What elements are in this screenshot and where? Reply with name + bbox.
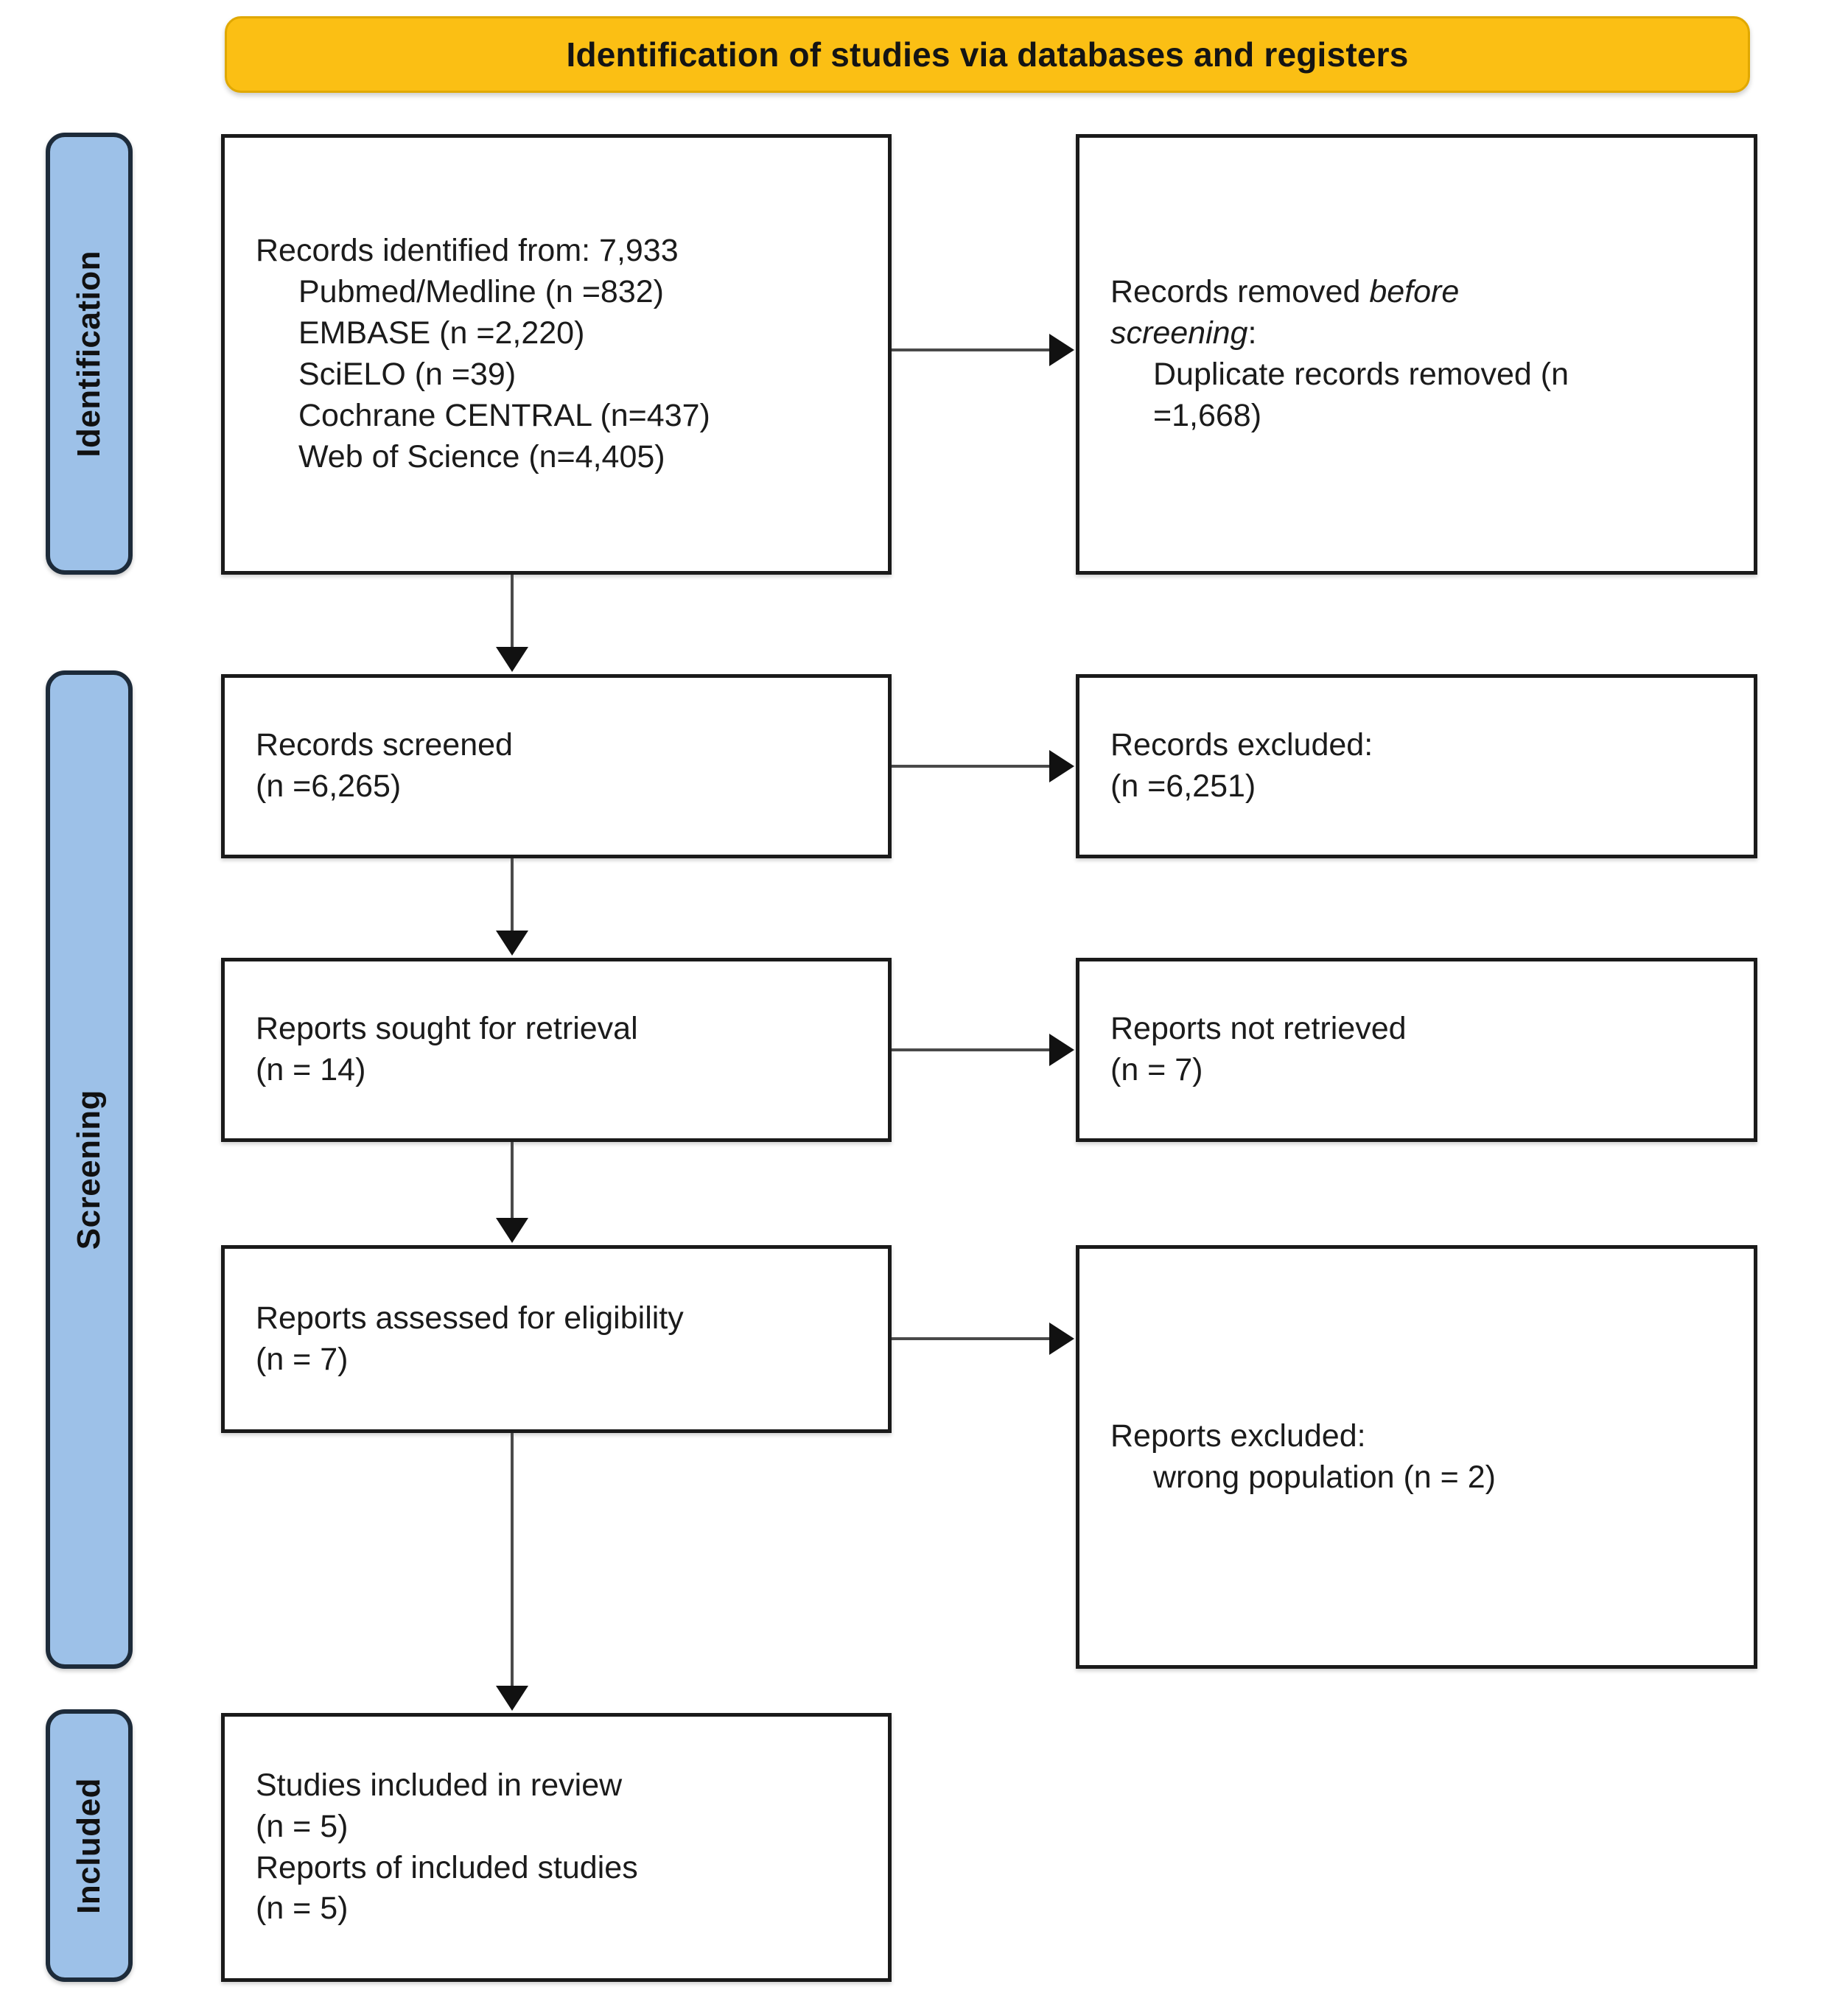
records-identified-embase: EMBASE (n =2,220) xyxy=(298,315,585,351)
reports-sought-label: Reports sought for retrieval xyxy=(256,1011,638,1047)
arrow-assessed-to-reports-excluded-head-icon xyxy=(1049,1322,1074,1355)
records-screened-label: Records screened xyxy=(256,727,513,763)
arrow-screened-to-excluded-head-icon xyxy=(1049,750,1074,782)
box-reports-sought: Reports sought for retrieval (n = 14) xyxy=(221,958,892,1142)
stage-label-included: Included xyxy=(46,1709,133,1982)
duplicate-records-removed: Duplicate records removed (n xyxy=(1153,357,1569,392)
reports-not-retrieved-label: Reports not retrieved xyxy=(1110,1011,1407,1047)
arrow-assessed-to-included-head-icon xyxy=(496,1686,528,1711)
reports-assessed-label: Reports assessed for eligibility xyxy=(256,1300,684,1336)
reports-excluded-reason: wrong population (n = 2) xyxy=(1153,1459,1496,1495)
box-records-screened: Records screened (n =6,265) xyxy=(221,674,892,858)
records-identified-cochrane: Cochrane CENTRAL (n=437) xyxy=(298,397,710,433)
stage-label-screening-text: Screening xyxy=(71,1089,107,1250)
box-studies-included: Studies included in review (n = 5) Repor… xyxy=(221,1713,892,1982)
studies-included-count: (n = 5) xyxy=(256,1808,349,1844)
duplicate-records-count: =1,668) xyxy=(1153,397,1262,433)
box-reports-excluded: Reports excluded: wrong population (n = … xyxy=(1076,1245,1757,1669)
arrow-sought-to-assessed xyxy=(511,1142,514,1219)
records-removed-text: Records removed xyxy=(1110,274,1370,310)
box-records-excluded: Records excluded: (n =6,251) xyxy=(1076,674,1757,858)
records-removed-colon: : xyxy=(1247,315,1257,351)
arrow-screened-to-excluded xyxy=(892,765,1051,768)
arrow-sought-to-not-retrieved xyxy=(892,1048,1051,1051)
records-removed-line-2: screening: xyxy=(1110,313,1723,354)
stage-label-screening: Screening xyxy=(46,670,133,1669)
box-reports-assessed: Reports assessed for eligibility (n = 7) xyxy=(221,1245,892,1433)
stage-label-identification-text: Identification xyxy=(71,250,107,458)
stage-label-identification: Identification xyxy=(46,133,133,575)
arrow-sought-to-assessed-head-icon xyxy=(496,1218,528,1243)
records-screened-count: (n =6,265) xyxy=(256,768,402,804)
arrow-screened-to-sought xyxy=(511,858,514,932)
records-identified-wos: Web of Science (n=4,405) xyxy=(298,438,665,474)
stage-label-included-text: Included xyxy=(71,1777,107,1914)
reports-of-included-count: (n = 5) xyxy=(256,1891,349,1927)
arrow-identified-to-screened xyxy=(511,575,514,648)
arrow-identified-to-removed xyxy=(892,348,1051,351)
diagram-title-banner: Identification of studies via databases … xyxy=(225,16,1750,93)
reports-of-included-label: Reports of included studies xyxy=(256,1849,638,1885)
records-excluded-count: (n =6,251) xyxy=(1110,768,1256,804)
arrow-sought-to-not-retrieved-head-icon xyxy=(1049,1034,1074,1066)
records-removed-before-italic: before xyxy=(1369,274,1460,310)
reports-not-retrieved-count: (n = 7) xyxy=(1110,1052,1203,1087)
reports-sought-count: (n = 14) xyxy=(256,1052,366,1087)
box-reports-not-retrieved: Reports not retrieved (n = 7) xyxy=(1076,958,1757,1142)
arrow-identified-to-screened-head-icon xyxy=(496,647,528,672)
arrow-assessed-to-reports-excluded xyxy=(892,1337,1051,1340)
reports-assessed-count: (n = 7) xyxy=(256,1341,349,1377)
arrow-screened-to-sought-head-icon xyxy=(496,931,528,956)
records-identified-scielo: SciELO (n =39) xyxy=(298,357,517,392)
records-identified-total: Records identified from: 7,933 xyxy=(256,233,679,269)
arrow-identified-to-removed-head-icon xyxy=(1049,334,1074,366)
reports-excluded-label: Reports excluded: xyxy=(1110,1418,1366,1454)
records-removed-line-1: Records removed before xyxy=(1110,272,1723,313)
records-excluded-label: Records excluded: xyxy=(1110,727,1373,763)
arrow-assessed-to-included xyxy=(511,1433,514,1687)
box-records-removed: Records removed before screening: Duplic… xyxy=(1076,134,1757,575)
records-removed-screening-italic: screening xyxy=(1110,315,1248,351)
studies-included-label: Studies included in review xyxy=(256,1767,623,1803)
records-identified-pubmed: Pubmed/Medline (n =832) xyxy=(298,274,664,310)
diagram-title: Identification of studies via databases … xyxy=(566,35,1409,74)
box-records-identified: Records identified from: 7,933 Pubmed/Me… xyxy=(221,134,892,575)
